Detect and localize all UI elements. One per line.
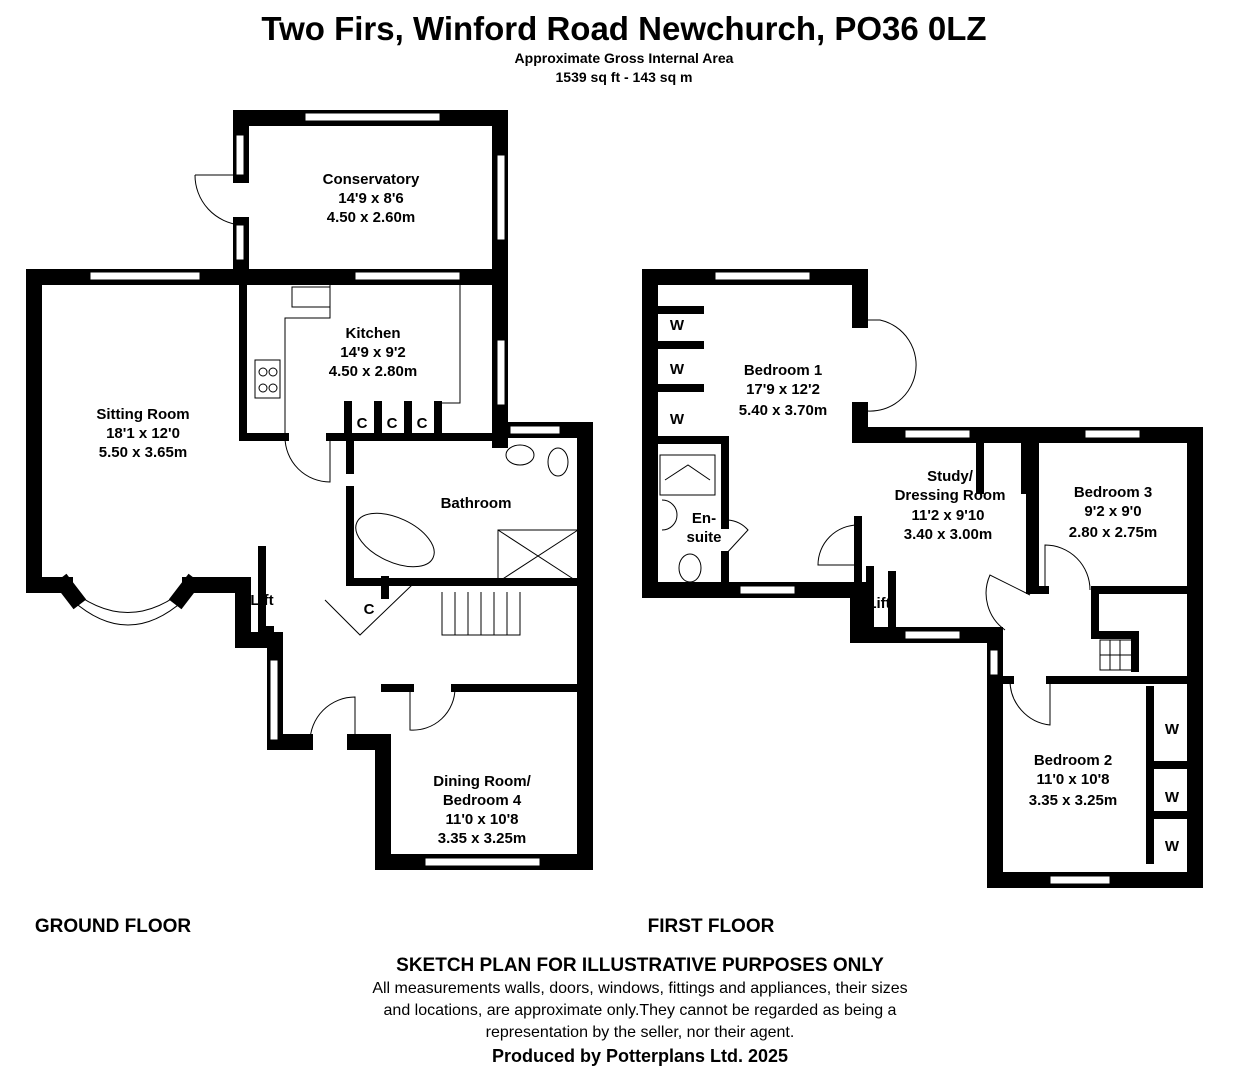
svg-text:Bedroom 3: Bedroom 3: [1074, 484, 1152, 501]
producer-credit: Produced by Potterplans Ltd. 2025: [492, 1046, 788, 1066]
ground-floor-label: GROUND FLOOR: [35, 916, 191, 937]
area-subtitle: Approximate Gross Internal Area: [515, 50, 734, 66]
page-title: Two Firs, Winford Road Newchurch, PO36 0…: [261, 10, 986, 47]
svg-text:18'1 x 12'0: 18'1 x 12'0: [106, 425, 180, 442]
disclaimer-line: and locations, are approximate only.They…: [384, 1002, 897, 1019]
room-dining-room: Dining Room/ Bedroom 4 11'0 x 10'8 3.35 …: [433, 773, 531, 847]
svg-text:Bedroom 2: Bedroom 2: [1034, 752, 1112, 769]
wardrobe-label: W: [1165, 721, 1180, 738]
svg-text:5.40 x 3.70m: 5.40 x 3.70m: [739, 402, 827, 419]
svg-text:4.50 x 2.80m: 4.50 x 2.80m: [329, 363, 417, 380]
svg-text:Sitting Room: Sitting Room: [96, 406, 189, 423]
room-bedroom-3: Bedroom 3 9'2 x 9'0 2.80 x 2.75m: [1069, 484, 1157, 541]
svg-text:Dining Room/: Dining Room/: [433, 773, 531, 790]
svg-text:Bedroom 4: Bedroom 4: [443, 792, 522, 809]
svg-text:Conservatory: Conservatory: [323, 171, 420, 188]
svg-text:14'9 x 8'6: 14'9 x 8'6: [338, 190, 404, 207]
svg-text:3.35 x 3.25m: 3.35 x 3.25m: [438, 830, 526, 847]
svg-text:Kitchen: Kitchen: [345, 325, 400, 342]
lift-label: Lift: [250, 592, 273, 609]
svg-text:11'2 x 9'10: 11'2 x 9'10: [911, 507, 984, 524]
disclaimer-line: All measurements walls, doors, windows, …: [372, 980, 907, 997]
svg-text:11'0 x 10'8: 11'0 x 10'8: [445, 811, 518, 828]
first-floor-label: FIRST FLOOR: [648, 916, 775, 937]
room-sitting-room: Sitting Room 18'1 x 12'0 5.50 x 3.65m: [96, 406, 189, 461]
svg-text:11'0 x 10'8: 11'0 x 10'8: [1036, 771, 1109, 788]
cupboard-label: C: [364, 601, 375, 618]
wardrobe-label: W: [1165, 789, 1180, 806]
svg-text:4.50 x 2.60m: 4.50 x 2.60m: [327, 209, 415, 226]
wardrobe-label: W: [670, 361, 685, 378]
room-bathroom: Bathroom: [441, 495, 512, 512]
svg-text:14'9 x 9'2: 14'9 x 9'2: [340, 344, 406, 361]
svg-text:Study/: Study/: [927, 468, 974, 485]
svg-text:Dressing Room: Dressing Room: [895, 487, 1006, 504]
svg-text:17'9 x 12'2: 17'9 x 12'2: [746, 381, 820, 398]
svg-text:3.35 x 3.25m: 3.35 x 3.25m: [1029, 792, 1117, 809]
room-conservatory: Conservatory 14'9 x 8'6 4.50 x 2.60m: [323, 171, 420, 226]
kitchen-cupboards: C C C: [344, 401, 442, 441]
wardrobe-label: W: [1165, 838, 1180, 855]
svg-text:9'2 x 9'0: 9'2 x 9'0: [1084, 503, 1141, 520]
lift-label: Lift: [867, 595, 890, 612]
svg-text:3.40 x 3.00m: 3.40 x 3.00m: [904, 526, 992, 543]
disclaimer-heading: SKETCH PLAN FOR ILLUSTRATIVE PURPOSES ON…: [396, 955, 884, 976]
svg-text:Bedroom 1: Bedroom 1: [744, 362, 822, 379]
room-kitchen: Kitchen 14'9 x 9'2 4.50 x 2.80m: [329, 325, 417, 380]
svg-text:2.80 x 2.75m: 2.80 x 2.75m: [1069, 524, 1157, 541]
wardrobe-label: W: [670, 317, 685, 334]
room-ensuite: En- suite: [686, 510, 721, 546]
room-bedroom-2: Bedroom 2 11'0 x 10'8 3.35 x 3.25m: [1029, 752, 1117, 809]
first-floor-plan: W W W W W W Lift Bedroom 1 17'9 x 12'2 5…: [642, 269, 1203, 888]
svg-text:5.50 x 3.65m: 5.50 x 3.65m: [99, 444, 187, 461]
ground-floor-plan: C C C C Lift Conservatory 14'9 x 8'6 4.5…: [26, 110, 593, 870]
cupboard-label: C: [387, 415, 398, 432]
cupboard-label: C: [357, 415, 368, 432]
wardrobe-label: W: [670, 411, 685, 428]
svg-text:suite: suite: [686, 529, 721, 546]
svg-text:En-: En-: [692, 510, 716, 527]
area-value: 1539 sq ft - 143 sq m: [556, 69, 693, 85]
cupboard-label: C: [417, 415, 428, 432]
room-study: Study/ Dressing Room 11'2 x 9'10 3.40 x …: [895, 468, 1006, 543]
room-bedroom-1: Bedroom 1 17'9 x 12'2 5.40 x 3.70m: [739, 362, 827, 419]
disclaimer-line: representation by the seller, nor their …: [486, 1024, 795, 1041]
